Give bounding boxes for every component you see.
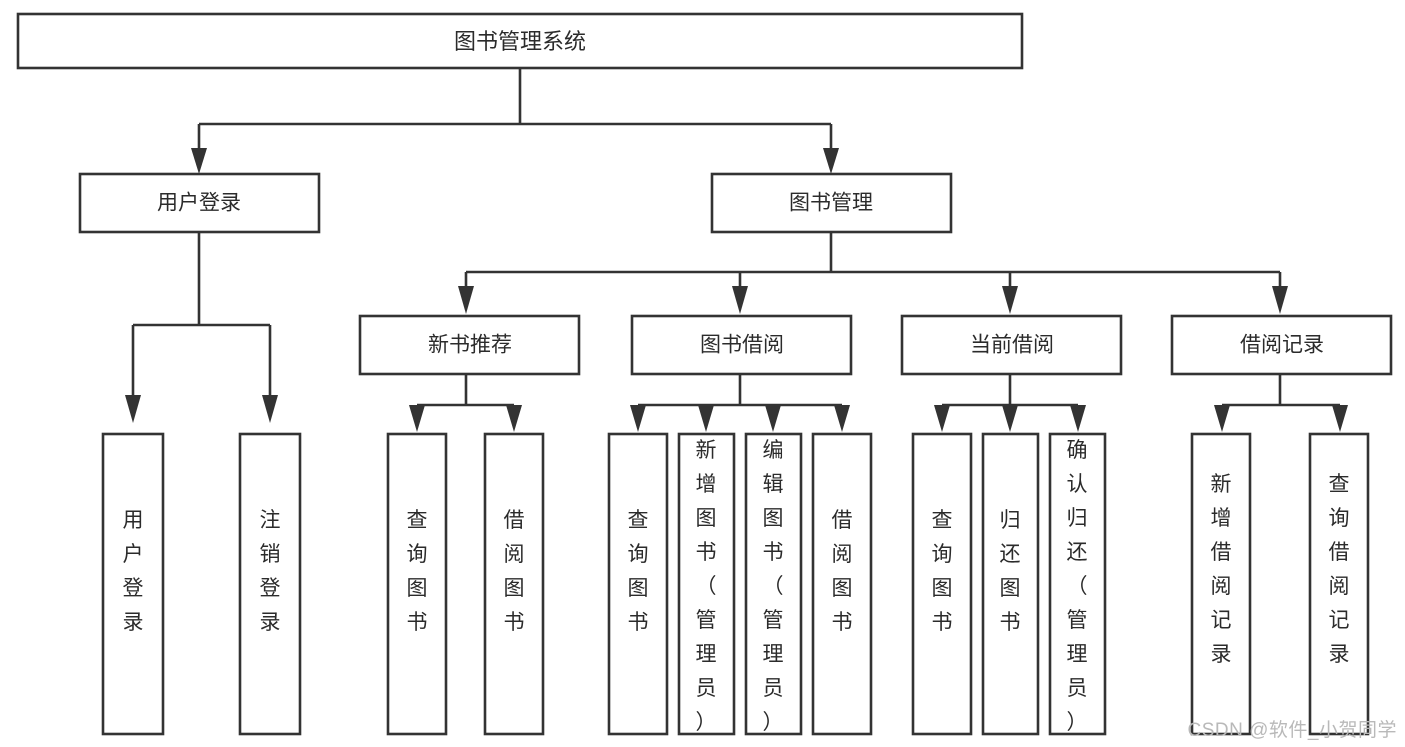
arrow-cb-leaf-1 — [934, 405, 950, 432]
leaf-return-book[interactable]: 归还图书 — [981, 432, 1040, 736]
node-borrow-record[interactable]: 借阅记录 — [1170, 314, 1393, 376]
leaf-edit-book-admin-label: 编辑图书（管理员） — [763, 439, 784, 734]
edge-userlogin-bus — [131, 232, 272, 400]
leaf-logout-box[interactable] — [238, 432, 302, 736]
leaf-borrow-book-nb-box[interactable] — [483, 432, 545, 736]
leaf-user-login-box[interactable] — [101, 432, 165, 736]
leaf-add-book-admin-box[interactable] — [677, 432, 736, 736]
leaf-query-book-nb-label: 查询图书 — [407, 509, 428, 634]
node-user-login-label: 用户登录 — [157, 192, 241, 215]
leaf-logout[interactable]: 注销登录 — [238, 432, 302, 736]
arrow-to-leaf-user-login — [125, 395, 141, 423]
node-current-borrow[interactable]: 当前借阅 — [900, 314, 1123, 376]
node-user-login[interactable]: 用户登录 — [78, 172, 321, 234]
leaf-query-book-cb-label: 查询图书 — [932, 509, 953, 634]
leaf-query-book-bb-box[interactable] — [607, 432, 669, 736]
leaf-query-book-bb-label: 查询图书 — [628, 509, 649, 634]
node-new-book-recommend[interactable]: 新书推荐 — [358, 314, 581, 376]
leaf-query-book-bb[interactable]: 查询图书 — [607, 432, 669, 736]
leaf-add-book-admin-label: 新增图书（管理员） — [696, 439, 717, 734]
edge-record-bus — [1220, 374, 1342, 411]
node-book-borrow-label: 图书借阅 — [700, 334, 784, 357]
leaf-query-borrow-record-label: 查询借阅记录 — [1329, 473, 1350, 666]
leaf-user-login[interactable]: 用户登录 — [101, 432, 165, 736]
leaf-edit-book-admin-box[interactable] — [744, 432, 803, 736]
node-user-login-box[interactable] — [78, 172, 321, 234]
edge-bookmanage-bus — [464, 232, 1282, 292]
node-root-label: 图书管理系统 — [454, 29, 586, 54]
leaf-borrow-book-nb[interactable]: 借阅图书 — [483, 432, 545, 736]
leaf-add-borrow-record[interactable]: 新增借阅记录 — [1190, 432, 1252, 736]
leaf-query-borrow-record-box[interactable] — [1308, 432, 1370, 736]
arrow-to-user-login — [191, 148, 207, 174]
leaf-user-login-label: 用户登录 — [123, 509, 144, 634]
arrow-br-leaf-2 — [1332, 405, 1348, 432]
edge-borrow-bus — [636, 374, 844, 411]
leaf-query-book-nb[interactable]: 查询图书 — [386, 432, 448, 736]
arrow-to-book-borrow — [732, 286, 748, 314]
node-book-manage[interactable]: 图书管理 — [710, 172, 953, 234]
arrow-br-leaf-1 — [1214, 405, 1230, 432]
connector-layer — [125, 68, 1348, 432]
leaf-logout-label: 注销登录 — [260, 509, 281, 634]
arrow-bb-leaf-2 — [698, 405, 714, 432]
leaf-query-book-cb-box[interactable] — [911, 432, 973, 736]
leaf-borrow-book-nb-label: 借阅图书 — [504, 509, 525, 634]
node-current-borrow-box[interactable] — [900, 314, 1123, 376]
node-book-manage-box[interactable] — [710, 172, 953, 234]
leaf-query-book-nb-box[interactable] — [386, 432, 448, 736]
leaf-query-book-cb[interactable]: 查询图书 — [911, 432, 973, 736]
leaf-add-borrow-record-label: 新增借阅记录 — [1211, 473, 1232, 666]
edge-root-bus — [197, 68, 831, 155]
leaf-edit-book-admin[interactable]: 编辑图书（管理员） — [744, 432, 803, 736]
node-book-borrow[interactable]: 图书借阅 — [630, 314, 853, 376]
arrow-to-book-manage — [823, 148, 839, 174]
edge-newbook-bus — [415, 374, 516, 411]
node-book-borrow-box[interactable] — [630, 314, 853, 376]
arrow-to-current-borrow — [1002, 286, 1018, 314]
node-root[interactable]: 图书管理系统 — [16, 12, 1024, 70]
arrow-cb-leaf-3 — [1070, 405, 1086, 432]
arrow-to-leaf-logout — [262, 395, 278, 423]
arrow-bb-leaf-4 — [834, 405, 850, 432]
arrow-to-new-book — [458, 286, 474, 314]
leaf-confirm-return-admin-label: 确认归还（管理员） — [1067, 439, 1088, 734]
leaf-confirm-return-admin[interactable]: 确认归还（管理员） — [1048, 432, 1107, 736]
node-new-book-recommend-box[interactable] — [358, 314, 581, 376]
arrow-to-borrow-record — [1272, 286, 1288, 314]
leaf-add-borrow-record-box[interactable] — [1190, 432, 1252, 736]
leaf-borrow-book-bb[interactable]: 借阅图书 — [811, 432, 873, 736]
arrow-bb-leaf-1 — [630, 405, 646, 432]
arrow-nb-leaf-1 — [409, 405, 425, 432]
leaf-query-borrow-record[interactable]: 查询借阅记录 — [1308, 432, 1370, 736]
arrow-cb-leaf-2 — [1002, 405, 1018, 432]
leaf-borrow-book-bb-label: 借阅图书 — [832, 509, 853, 634]
node-root-box[interactable] — [16, 12, 1024, 70]
node-new-book-recommend-label: 新书推荐 — [428, 334, 512, 357]
node-borrow-record-label: 借阅记录 — [1240, 334, 1324, 357]
leaf-confirm-return-admin-box[interactable] — [1048, 432, 1107, 736]
leaf-borrow-book-bb-box[interactable] — [811, 432, 873, 736]
leaf-add-book-admin[interactable]: 新增图书（管理员） — [677, 432, 736, 736]
node-current-borrow-label: 当前借阅 — [970, 334, 1054, 357]
arrow-nb-leaf-2 — [506, 405, 522, 432]
arrow-bb-leaf-3 — [765, 405, 781, 432]
leaf-return-book-label: 归还图书 — [1000, 509, 1021, 634]
leaf-return-book-box[interactable] — [981, 432, 1040, 736]
node-borrow-record-box[interactable] — [1170, 314, 1393, 376]
node-book-manage-label: 图书管理 — [789, 192, 873, 215]
